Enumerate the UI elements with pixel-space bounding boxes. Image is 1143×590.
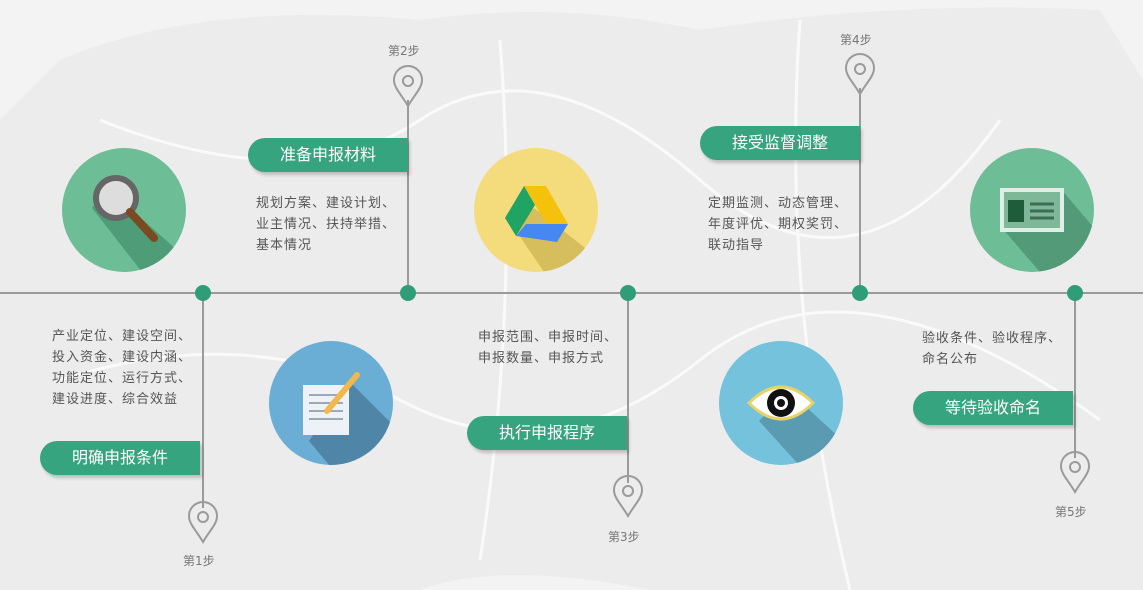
step-label-5: 第5步 (1055, 505, 1087, 519)
connector-5 (1074, 293, 1076, 458)
step-label-2: 第2步 (388, 44, 420, 58)
step-title-2: 准备申报材料 (248, 138, 408, 172)
timeline-axis (0, 292, 1143, 294)
timeline-dot-4 (852, 285, 868, 301)
timeline-dot-1 (195, 285, 211, 301)
drive-icon (474, 148, 598, 272)
step-label-3: 第3步 (608, 530, 640, 544)
connector-4 (859, 88, 861, 293)
magnifier-icon (62, 148, 186, 272)
location-pin-icon (844, 53, 876, 96)
location-pin-icon (392, 65, 424, 108)
location-pin-icon (612, 475, 644, 518)
step-description-3: 申报范围、申报时间、申报数量、申报方式 (478, 330, 619, 366)
step-label-1: 第1步 (183, 554, 215, 568)
step-description-1: 产业定位、建设空间、投入资金、建设内涵、功能定位、运行方式、建设进度、综合效益 (52, 329, 193, 407)
location-pin-icon (187, 501, 219, 544)
step-description-2: 规划方案、建设计划、业主情况、扶持举措、基本情况 (256, 196, 397, 253)
step-title-1: 明确申报条件 (40, 441, 200, 475)
connector-1 (202, 293, 204, 508)
step-title-5: 等待验收命名 (913, 391, 1073, 425)
document-pencil-icon (269, 341, 393, 465)
timeline-dot-3 (620, 285, 636, 301)
step-title-4: 接受监督调整 (700, 126, 860, 160)
step-description-4: 定期监测、动态管理、年度评优、期权奖罚、联动指导 (708, 196, 849, 253)
step-description-5: 验收条件、验收程序、命名公布 (922, 331, 1063, 367)
eye-icon (719, 341, 843, 465)
step-title-3: 执行申报程序 (467, 416, 627, 450)
timeline-dot-2 (400, 285, 416, 301)
timeline-dot-5 (1067, 285, 1083, 301)
location-pin-icon (1059, 451, 1091, 494)
connector-3 (627, 293, 629, 483)
connector-2 (407, 100, 409, 293)
step-label-4: 第4步 (840, 33, 872, 47)
id-card-icon (970, 148, 1094, 272)
